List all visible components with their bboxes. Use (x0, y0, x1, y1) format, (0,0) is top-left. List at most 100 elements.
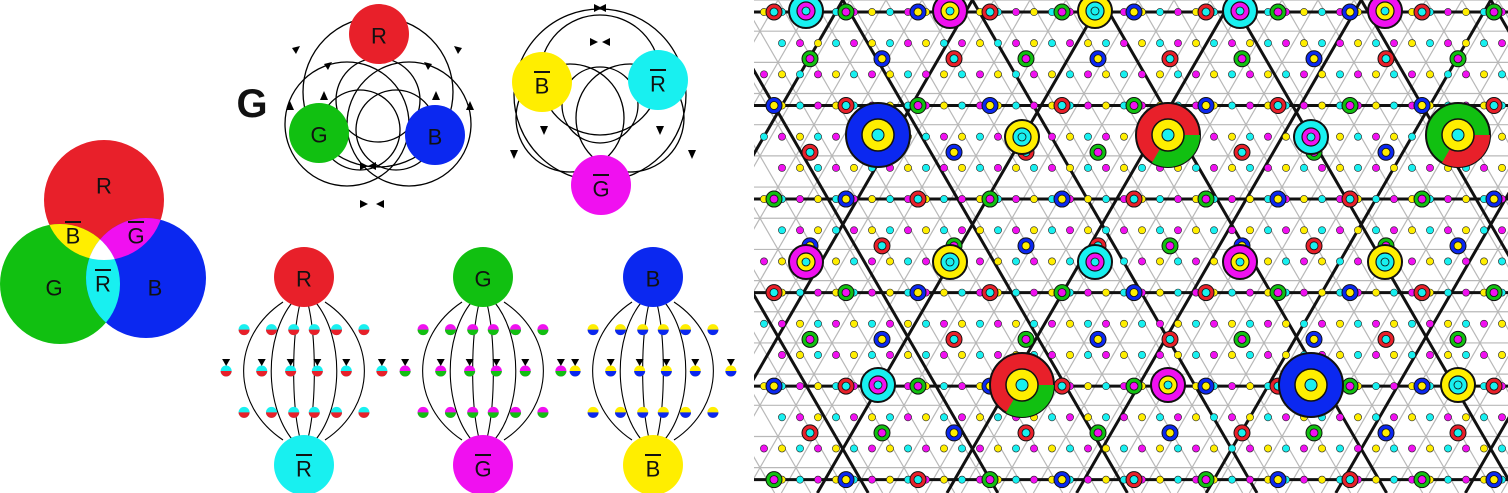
fan-node (519, 365, 531, 377)
lattice-node (1462, 8, 1470, 16)
lattice-node (1354, 444, 1362, 453)
fan-node (555, 365, 567, 377)
lattice-node (1354, 70, 1362, 79)
fan-node (238, 324, 250, 336)
lattice-node (1282, 132, 1290, 141)
lattice-node (958, 101, 966, 110)
lattice-ring-node (981, 190, 999, 208)
lattice-node (904, 70, 912, 79)
lattice-node (1066, 413, 1074, 422)
lattice-ring-node (1305, 50, 1323, 68)
arrowhead (492, 359, 501, 366)
lattice-node (904, 226, 912, 235)
lattice-node (1138, 351, 1146, 359)
lattice-ring-node (1413, 284, 1431, 302)
lattice-node (1138, 226, 1146, 235)
lattice-mid-node (860, 367, 896, 403)
lattice-mid-node (788, 0, 824, 29)
arrowhead (222, 359, 231, 366)
lattice-node (1426, 70, 1434, 79)
lattice-node (778, 70, 786, 79)
lattice-ring-node (1089, 330, 1107, 348)
lattice-node (1192, 163, 1200, 172)
fan-bottom-node (274, 435, 334, 493)
lattice-ring-node (1053, 377, 1071, 395)
lattice-node (1354, 319, 1362, 328)
lattice-node (1030, 163, 1038, 172)
lattice-node (1264, 444, 1272, 453)
lattice-ring-node (1017, 237, 1035, 255)
node-red (349, 4, 409, 64)
lattice-node (994, 39, 1002, 48)
lattice-node (904, 413, 912, 422)
lattice-node (1444, 195, 1452, 203)
lattice-node (1048, 444, 1056, 453)
lattice-ring-node (1053, 97, 1071, 115)
lattice-node (1138, 413, 1146, 422)
lattice-node (1480, 163, 1488, 172)
lattice-node (958, 444, 966, 453)
lattice-node (1246, 70, 1254, 79)
lattice-node (814, 288, 822, 297)
lattice-node (1372, 101, 1380, 110)
lattice-node (1120, 163, 1128, 172)
arrowhead (360, 200, 368, 208)
lattice-node (1012, 319, 1020, 328)
lattice-ring-node (801, 330, 819, 348)
lattice-node (1156, 257, 1164, 266)
lattice-node (1012, 288, 1020, 297)
arrowhead (466, 101, 474, 110)
venn-label-b: B (148, 276, 163, 301)
lattice-node (1390, 163, 1398, 172)
lattice-ring-node (1341, 284, 1359, 302)
lattice-node (1372, 475, 1380, 484)
lattice-node (958, 195, 966, 203)
lattice-node (1318, 444, 1326, 453)
lattice-node (850, 319, 858, 328)
lattice-ring-node (981, 3, 999, 21)
lattice-ring-node (1413, 377, 1431, 395)
lattice-node (1444, 475, 1452, 484)
arrowhead (313, 359, 322, 366)
lattice-node (1498, 319, 1506, 328)
lattice-node (1012, 8, 1020, 16)
lattice-node (976, 226, 984, 235)
lattice-node (1174, 319, 1182, 328)
lattice-node (1030, 475, 1038, 484)
lattice-node (1174, 444, 1182, 453)
lattice-node (1336, 226, 1344, 235)
node-green (289, 103, 349, 163)
lattice-node (868, 257, 876, 266)
lattice-node (1282, 70, 1290, 79)
lattice-node (1138, 163, 1146, 172)
lattice-node (814, 319, 822, 328)
lattice-node (994, 132, 1002, 141)
lattice-node (904, 351, 912, 359)
arrowhead (510, 150, 518, 159)
lattice-node (1264, 413, 1272, 422)
fan-node (467, 406, 479, 418)
fan-node (537, 406, 549, 418)
lattice-node (796, 101, 804, 110)
lattice-node (1210, 70, 1218, 79)
lattice-ring-node (873, 424, 891, 442)
fan-node (660, 365, 672, 377)
arrowhead (292, 46, 300, 54)
lattice-node (1408, 257, 1416, 266)
fan-node (537, 324, 549, 336)
lattice-ring-node (1017, 50, 1035, 68)
lattice-node (868, 195, 876, 203)
lattice-node (958, 39, 966, 48)
lattice-node (1228, 382, 1236, 391)
fan-edge (243, 301, 284, 441)
lattice-node (1228, 39, 1236, 48)
arrowhead (606, 359, 615, 366)
lattice-node (1498, 39, 1506, 48)
arrowhead (571, 359, 580, 366)
fan-node (331, 406, 343, 418)
lattice-ring-node (909, 377, 927, 395)
lattice-node (1066, 70, 1074, 79)
venn-label-g-bar: G (127, 224, 144, 249)
lattice-node (940, 195, 948, 203)
